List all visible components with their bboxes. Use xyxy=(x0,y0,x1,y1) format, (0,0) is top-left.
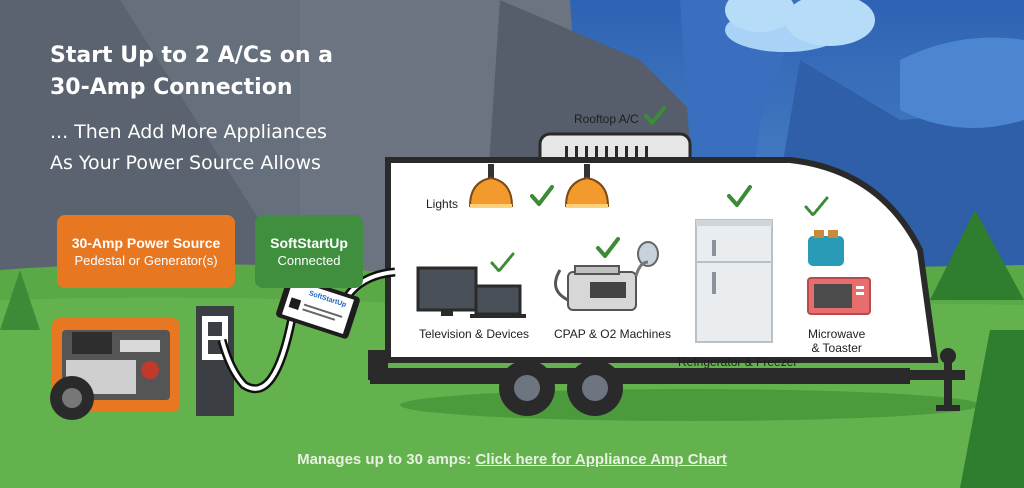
power-source-title: 30-Amp Power Source xyxy=(71,235,221,251)
microwave-label: Microwave & Toaster xyxy=(808,327,865,355)
softstartup-card: SoftStartUp Connected xyxy=(255,215,363,288)
lights-label: Lights xyxy=(426,197,459,211)
power-source-subtitle: Pedestal or Generator(s) xyxy=(74,253,218,268)
lamp-icon xyxy=(564,164,610,208)
microwave-icon xyxy=(807,277,871,315)
check-icon xyxy=(727,185,752,207)
amp-chart-link[interactable]: Click here for Appliance Amp Chart xyxy=(475,451,727,468)
cpap-icon xyxy=(554,241,659,311)
dotted-check-icon xyxy=(490,252,515,274)
power-source-card: 30-Amp Power Source Pedestal or Generato… xyxy=(57,215,235,288)
footer: Manages up to 30 amps: Click here for Ap… xyxy=(0,451,1024,468)
lamp-icon xyxy=(468,164,514,208)
softstartup-subtitle: Connected xyxy=(277,253,341,268)
softstartup-device-icon xyxy=(276,275,360,339)
softstartup-title: SoftStartUp xyxy=(270,235,348,251)
refrigerator-icon xyxy=(695,219,773,343)
generator-icon xyxy=(50,318,180,420)
rooftop-ac-label: Rooftop A/C xyxy=(574,112,639,126)
cpap-label: CPAP & O2 Machines xyxy=(554,327,671,341)
subheadline-line-1: ... Then Add More Appliances xyxy=(50,121,327,143)
refrigerator-label: Refrigerator & Freezer xyxy=(678,355,798,369)
headline: Start Up to 2 A/Cs on a 30-Amp Connectio… xyxy=(50,40,333,104)
subheadline: ... Then Add More Appliances As Your Pow… xyxy=(50,117,327,179)
rv-trailer xyxy=(368,132,965,416)
check-icon xyxy=(644,106,666,125)
dotted-check-icon xyxy=(804,196,829,218)
pedestal-icon xyxy=(196,306,234,416)
tv-icon xyxy=(416,266,478,316)
check-icon xyxy=(596,237,620,258)
subheadline-line-2: As Your Power Source Allows xyxy=(50,152,321,174)
cloud-icon xyxy=(725,0,875,52)
toaster-icon xyxy=(808,230,844,266)
headline-line-2: 30-Amp Connection xyxy=(50,75,293,100)
microwave-label-line-1: Microwave xyxy=(808,327,866,341)
footer-text: Manages up to 30 amps: xyxy=(297,451,476,468)
check-icon xyxy=(530,185,554,206)
laptop-icon xyxy=(470,284,526,318)
television-label: Television & Devices xyxy=(419,327,530,341)
microwave-label-line-2: & Toaster xyxy=(811,341,862,355)
headline-line-1: Start Up to 2 A/Cs on a xyxy=(50,43,334,68)
